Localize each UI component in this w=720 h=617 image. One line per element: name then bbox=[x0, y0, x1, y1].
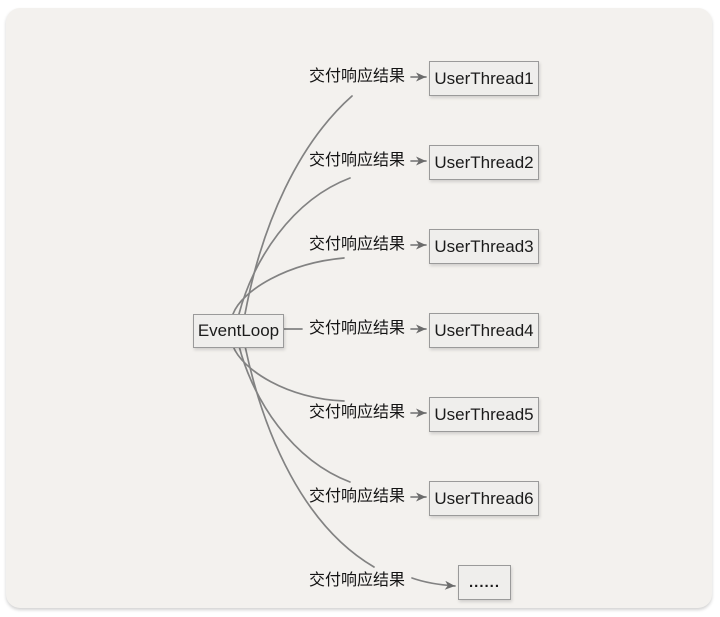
edge-curve-7 bbox=[244, 345, 375, 568]
edge-curve-1 bbox=[244, 95, 353, 315]
node-userthread5: UserThread5 bbox=[429, 397, 539, 432]
edge-label-3: 交付响应结果 bbox=[308, 236, 405, 253]
edge-curve-3 bbox=[232, 257, 345, 315]
edge-curve-5 bbox=[232, 345, 345, 402]
edge-label-2: 交付响应结果 bbox=[308, 152, 405, 169]
edge-label-6: 交付响应结果 bbox=[308, 488, 405, 505]
node-ellipsis: ...... bbox=[458, 565, 511, 600]
node-userthread2: UserThread2 bbox=[429, 145, 539, 180]
diagram-card: EventLoop 交付响应结果 交付响应结果 交付响应结果 交付响应结果 交付… bbox=[6, 8, 712, 608]
node-userthread3: UserThread3 bbox=[429, 229, 539, 264]
edge-arrow-7 bbox=[411, 577, 456, 590]
edge-label-1: 交付响应结果 bbox=[308, 68, 405, 85]
edge-label-4: 交付响应结果 bbox=[308, 320, 405, 337]
node-userthread1: UserThread1 bbox=[429, 61, 539, 96]
node-userthread6: UserThread6 bbox=[429, 481, 539, 516]
edge-label-7: 交付响应结果 bbox=[308, 572, 405, 589]
edge-label-5: 交付响应结果 bbox=[308, 404, 405, 421]
connector-layer bbox=[232, 72, 456, 590]
node-eventloop: EventLoop bbox=[193, 314, 284, 348]
node-userthread4: UserThread4 bbox=[429, 313, 539, 348]
